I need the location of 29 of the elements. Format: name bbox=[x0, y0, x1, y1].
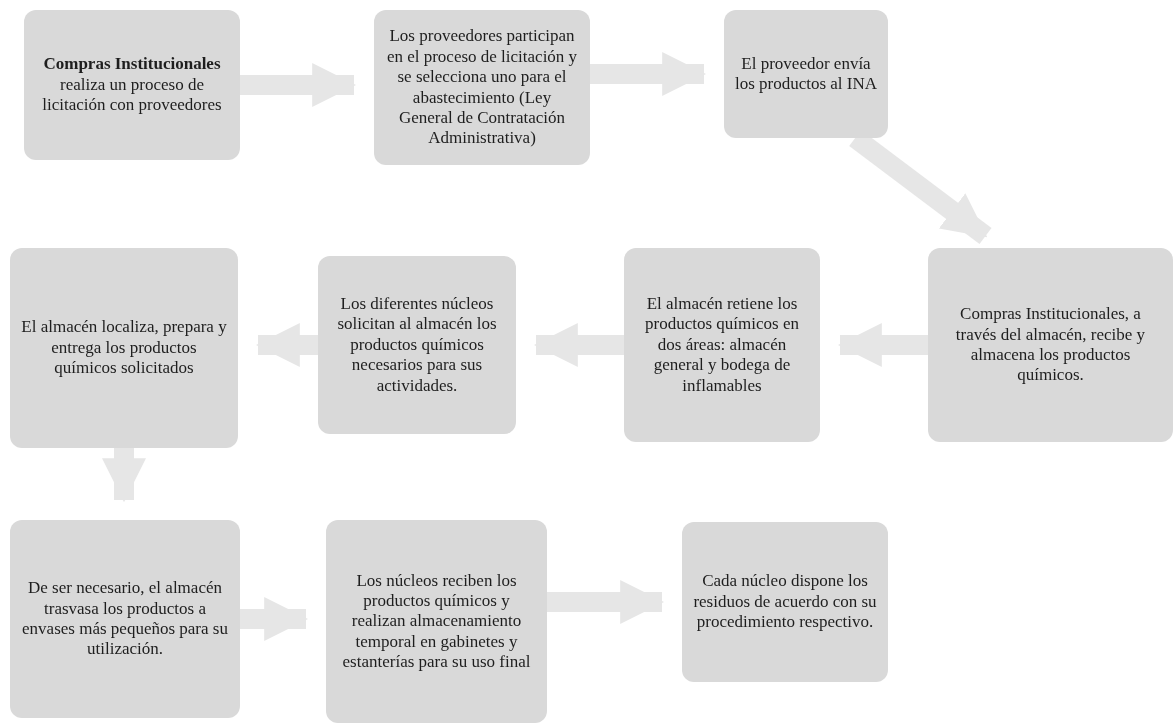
block-arrow bbox=[240, 597, 309, 641]
process-box bbox=[682, 522, 888, 682]
block-arrow bbox=[102, 448, 146, 503]
block-arrow bbox=[547, 580, 665, 624]
process-box bbox=[624, 248, 820, 442]
block-arrow bbox=[837, 323, 928, 367]
process-box bbox=[10, 520, 240, 718]
box-heading: Compras Institucionales bbox=[43, 54, 221, 75]
box-text: De ser necesario, el almacén trasvasa los productos a envases más pequeños para su utilización. bbox=[21, 578, 229, 660]
process-box bbox=[24, 10, 240, 160]
box-text: El almacén localiza, prepara y entrega los productos químicos solicitados bbox=[20, 317, 228, 379]
box-text: El almacén retiene los productos químicos en dos áreas: almacén general y bodega de inflamables bbox=[644, 294, 800, 396]
block-arrow bbox=[255, 323, 318, 367]
process-box bbox=[928, 248, 1173, 442]
process-box bbox=[326, 520, 547, 723]
block-arrow bbox=[533, 323, 624, 367]
box-text: Los núcleos reciben los productos químicos y realizan almacenamiento temporal en gabinetes y estanterías para su uso final bbox=[341, 570, 532, 673]
process-box bbox=[318, 256, 516, 434]
box-text: Cada núcleo dispone los residuos de acuerdo con su procedimiento respectivo. bbox=[692, 571, 878, 633]
block-arrow bbox=[590, 52, 707, 96]
process-box bbox=[10, 248, 238, 448]
block-arrow bbox=[240, 63, 357, 107]
box-text: Los proveedores participan en el proceso de licitación y se selecciona uno para el abastecimiento (Ley General de Contratación Administrativa) bbox=[385, 26, 579, 149]
box-text: Los diferentes núcleos solicitan al almacén los productos químicos necesarios para sus actividades. bbox=[336, 294, 498, 396]
box-text: El proveedor envía los productos al INA bbox=[734, 53, 878, 95]
process-box bbox=[374, 10, 590, 165]
box-text: Compras Institucionales, a través del almacén, recibe y almacena los productos químicos. bbox=[954, 304, 1147, 386]
box-text: realiza un proceso de licitación con proveedores bbox=[41, 74, 223, 116]
process-box bbox=[724, 10, 888, 138]
